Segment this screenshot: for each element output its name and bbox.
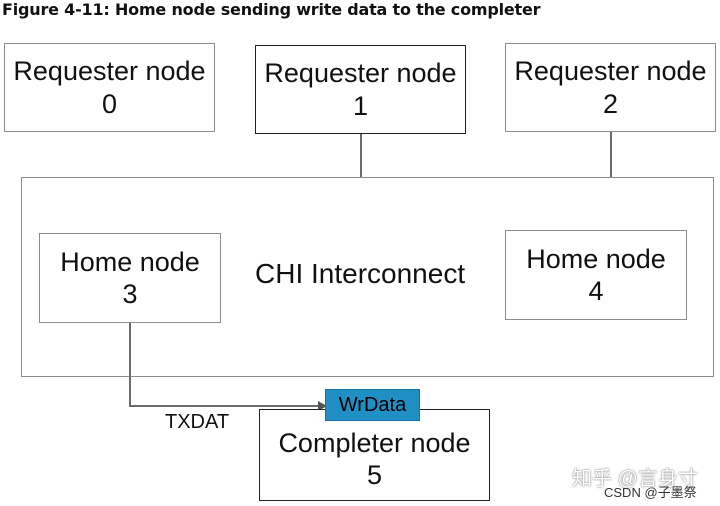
txdat-path-vertical — [129, 323, 131, 406]
connector-line-rn2 — [610, 132, 612, 178]
txdat-channel-label: TXDAT — [165, 411, 230, 433]
requester-node-label: Requester node — [264, 58, 457, 89]
requester-node-number: 0 — [101, 88, 118, 119]
arrow-head-icon — [318, 401, 327, 411]
home-node-label: Home node — [60, 246, 200, 277]
interconnect-label: CHI Interconnect — [255, 258, 466, 289]
requester-node-label: Requester node — [13, 56, 206, 87]
figure-caption: Figure 4-11: Home node sending write dat… — [2, 0, 541, 19]
completer-node-label: Completer node — [278, 427, 471, 458]
requester-node-number: 2 — [602, 88, 619, 119]
home-node-number: 4 — [588, 276, 604, 306]
wrdata-message-tag: WrData — [325, 389, 420, 421]
home-node-4: Home node 4 — [505, 230, 687, 320]
requester-node-label: Requester node — [514, 56, 707, 87]
csdn-watermark: CSDN @子墨祭 — [604, 485, 697, 500]
zhihu-watermark: 知乎 @言身寸 — [572, 468, 698, 490]
requester-node-2: Requester node 2 — [505, 43, 716, 132]
requester-node-0: Requester node 0 — [4, 43, 215, 132]
completer-node-number: 5 — [366, 460, 383, 490]
txdat-path-horizontal — [129, 405, 326, 407]
connector-line-rn1 — [360, 134, 362, 178]
home-node-3: Home node 3 — [39, 233, 221, 323]
requester-node-number: 1 — [352, 90, 369, 121]
requester-node-1: Requester node 1 — [255, 45, 466, 134]
completer-node-5: Completer node 5 — [259, 409, 490, 501]
home-node-label: Home node — [526, 243, 666, 274]
home-node-number: 3 — [122, 279, 138, 309]
